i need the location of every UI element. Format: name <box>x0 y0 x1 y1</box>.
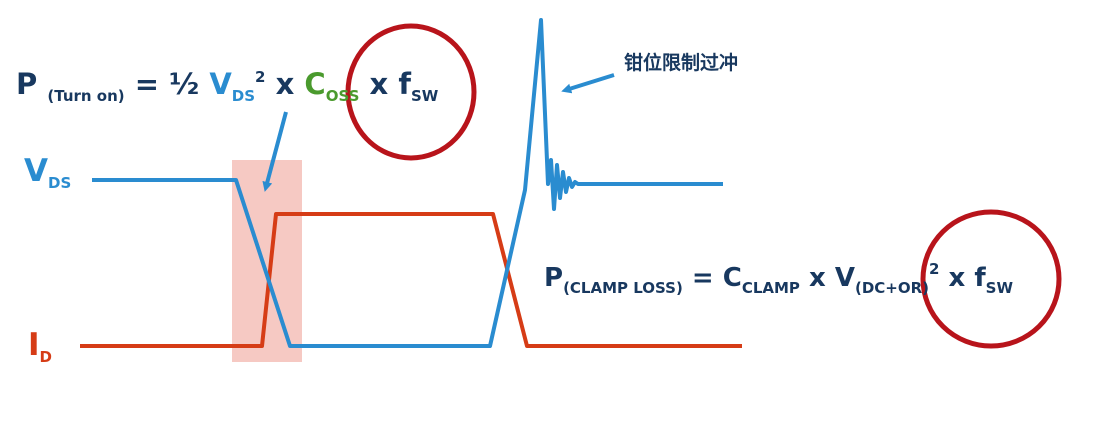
formula-v-sup: 2 <box>255 68 266 86</box>
clamp-eq: = <box>691 263 714 293</box>
vds-waveform <box>92 18 723 348</box>
vds-label-sub: DS <box>48 174 72 192</box>
formula-v: V <box>209 67 232 101</box>
formula-f-sub: SW <box>410 87 439 105</box>
formula-eq: = <box>134 67 160 101</box>
clamp-p: P <box>544 263 564 293</box>
vds-label-main: V <box>24 153 48 189</box>
fsw-clamp-circle <box>920 209 1062 349</box>
formula-v-sub: DS <box>231 87 256 105</box>
formula-turn-on: P (Turn on) = ½ VDS2 x COSS x fSW <box>16 70 438 104</box>
formula-f: f <box>398 67 411 101</box>
clamp-v-sub: (DC+OR) <box>854 279 930 297</box>
formula-c: C <box>304 67 326 101</box>
formula-p-sub: (Turn on) <box>47 87 125 105</box>
formula-x2: x <box>369 67 389 101</box>
clamp-f-sub: SW <box>985 279 1014 297</box>
switching-window-highlight <box>232 160 302 362</box>
formula-p: P <box>16 67 38 101</box>
formula-x1: x <box>275 67 295 101</box>
id-label-sub: D <box>39 348 52 366</box>
id-label: ID <box>28 330 52 365</box>
clamp-c-sub: CLAMP <box>741 279 800 297</box>
formula-clamp-loss: P(CLAMP LOSS) = CCLAMP x V(DC+OR)2 x fSW <box>544 262 1013 296</box>
clamp-annotation: 钳位限制过冲 <box>624 52 739 74</box>
clamp-c: C <box>722 263 742 293</box>
fsw-turnon-circle <box>345 23 477 161</box>
clamp-x1: x <box>809 263 826 293</box>
formula-c-sub: OSS <box>325 87 360 105</box>
id-label-main: I <box>28 327 40 363</box>
id-waveform <box>80 212 742 348</box>
clamp-f: f <box>974 263 986 293</box>
clamp-v: V <box>834 263 855 293</box>
coss-arrow <box>262 111 288 192</box>
clamp-p-sub: (CLAMP LOSS) <box>563 279 683 297</box>
formula-half: ½ <box>169 67 200 101</box>
vds-label: VDS <box>24 156 71 191</box>
clamp-arrow <box>561 73 615 94</box>
clamp-x2: x <box>948 263 966 293</box>
clamp-v-sup: 2 <box>929 260 940 278</box>
